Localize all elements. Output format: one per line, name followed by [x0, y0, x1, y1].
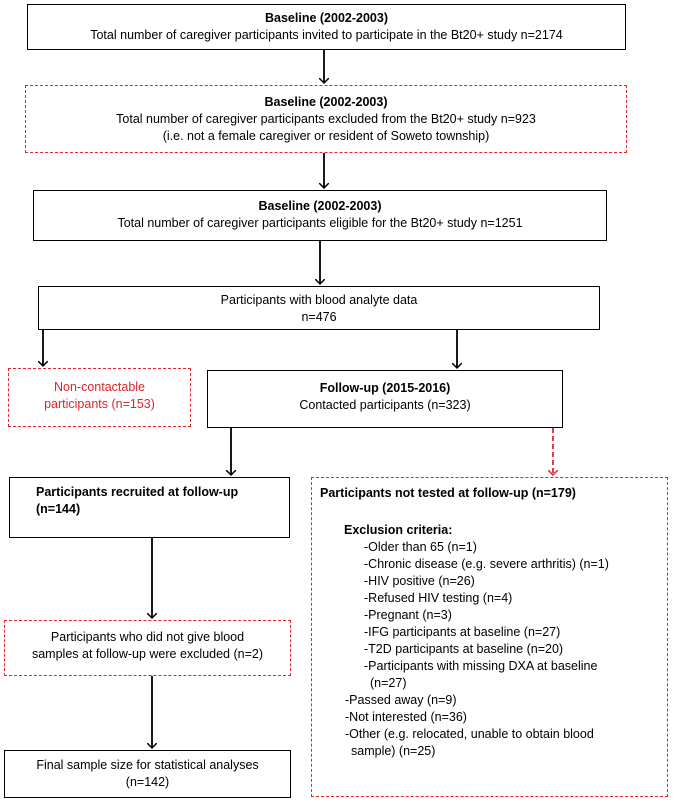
baseline-excluded-title: Baseline (2002-2003)	[264, 95, 388, 109]
other-item: -Other (e.g. relocated, unable to obtain…	[345, 727, 594, 741]
recruited-title: Participants recruited at follow-up	[36, 485, 239, 499]
criteria-item: -Pregnant (n=3)	[364, 608, 452, 622]
baseline-excluded-note: (i.e. not a female caregiver or resident…	[162, 129, 490, 143]
follow-up-text: Contacted participants (n=323)	[299, 398, 471, 412]
follow-up-contacted-box: Follow-up (2015-2016) Contacted particip…	[207, 370, 563, 428]
criteria-item: -Participants with missing DXA at baseli…	[364, 659, 598, 673]
follow-up-title: Follow-up (2015-2016)	[319, 381, 451, 395]
final-sample-text: Final sample size for statistical analys…	[36, 758, 259, 772]
baseline-excluded-box: Baseline (2002-2003) Total number of car…	[25, 85, 627, 153]
other-reasons-list: -Passed away (n=9) -Not interested (n=36…	[345, 692, 667, 760]
no-blood-sample-count: samples at follow-up were excluded (n=2)	[31, 647, 264, 661]
not-tested-box: Participants not tested at follow-up (n=…	[311, 477, 668, 797]
final-sample-count: (n=142)	[125, 775, 170, 789]
blood-analyte-text: Participants with blood analyte data	[220, 293, 418, 307]
baseline-eligible-title: Baseline (2002-2003)	[258, 199, 382, 213]
other-item: sample) (n=25)	[351, 744, 436, 758]
criteria-item: -HIV positive (n=26)	[364, 574, 475, 588]
baseline-invited-box: Baseline (2002-2003) Total number of car…	[27, 4, 626, 50]
exclusion-criteria-list: -Older than 65 (n=1) -Chronic disease (e…	[364, 539, 667, 692]
no-blood-sample-box: Participants who did not give blood samp…	[4, 620, 291, 676]
recruited-count: (n=144)	[36, 502, 81, 516]
no-blood-sample-text: Participants who did not give blood	[50, 630, 245, 644]
blood-analyte-box: Participants with blood analyte data n=4…	[38, 286, 600, 330]
criteria-item: -Refused HIV testing (n=4)	[364, 591, 513, 605]
final-sample-box: Final sample size for statistical analys…	[4, 750, 291, 798]
exclusion-criteria-heading: Exclusion criteria:	[344, 523, 453, 537]
blood-analyte-count: n=476	[301, 310, 337, 324]
recruited-box: Participants recruited at follow-up (n=1…	[9, 477, 290, 538]
baseline-invited-text: Total number of caregiver participants i…	[90, 28, 563, 42]
not-tested-title: Participants not tested at follow-up (n=…	[320, 486, 576, 500]
baseline-excluded-text: Total number of caregiver participants e…	[116, 112, 536, 126]
criteria-item: -IFG participants at baseline (n=27)	[364, 625, 561, 639]
criteria-item: (n=27)	[370, 676, 407, 690]
criteria-item: -Chronic disease (e.g. severe arthritis)…	[364, 557, 609, 571]
criteria-item: -Older than 65 (n=1)	[364, 540, 477, 554]
baseline-invited-title: Baseline (2002-2003)	[265, 11, 388, 25]
other-item: -Not interested (n=36)	[345, 710, 467, 724]
non-contactable-text: Non-contactable	[53, 380, 146, 394]
non-contactable-box: Non-contactable participants (n=153)	[8, 368, 191, 427]
criteria-item: -T2D participants at baseline (n=20)	[364, 642, 564, 656]
baseline-eligible-box: Baseline (2002-2003) Total number of car…	[33, 190, 607, 241]
non-contactable-count: participants (n=153)	[44, 397, 155, 411]
other-item: -Passed away (n=9)	[345, 693, 457, 707]
baseline-eligible-text: Total number of caregiver participants e…	[117, 216, 523, 230]
